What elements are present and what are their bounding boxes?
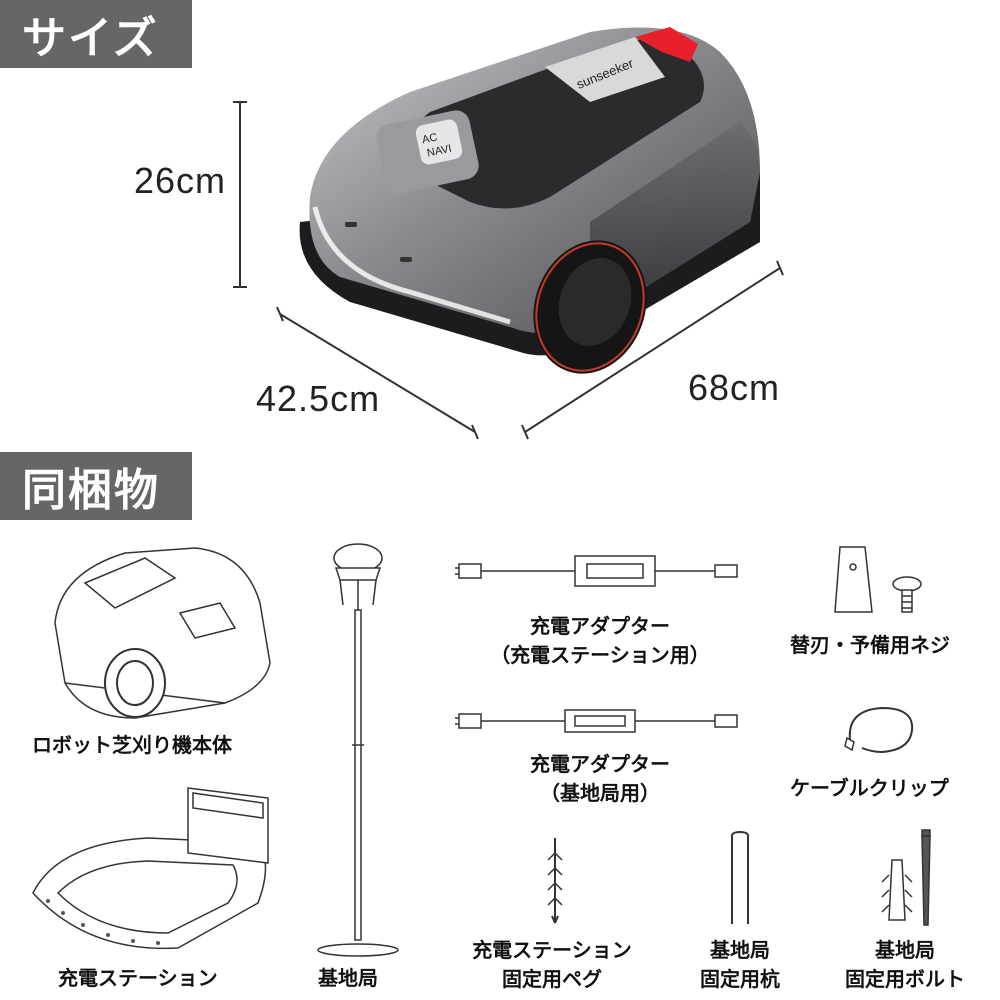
caption-base: 基地局	[318, 966, 378, 990]
nav-badge-line2: NAVI	[426, 143, 453, 160]
caption-stake-line1: 基地局	[710, 938, 770, 962]
caption-adapter-station: 充電アダプター （充電ステーション用）	[470, 612, 730, 670]
caption-stake: 基地局 固定用杭	[680, 936, 800, 994]
caption-robot: ロボット芝刈り機本体	[32, 733, 232, 757]
height-dimension: 26cm	[134, 160, 227, 201]
contents-section-title: 同梱物	[0, 452, 192, 520]
caption-cable-clip: ケーブルクリップ	[790, 776, 949, 800]
caption-stake-line2: 固定用杭	[700, 967, 780, 991]
robot-mower-photo: sunseeker AC NAVI	[299, 27, 760, 374]
stake-drawing	[731, 830, 749, 924]
dimension-lines	[233, 101, 784, 440]
adapter-station-drawing	[455, 555, 738, 587]
caption-peg-line2: 固定用ペグ	[502, 967, 602, 991]
anchor-bolt-drawing	[881, 829, 931, 926]
caption-bolt: 基地局 固定用ボルト	[820, 936, 990, 994]
caption-bolt-line1: 基地局	[875, 938, 935, 962]
robot-mower-drawing	[54, 547, 271, 719]
cable-clip-drawing	[844, 706, 914, 754]
caption-adapter-base: 充電アダプター （基地局用）	[470, 750, 730, 808]
caption-peg-line1: 充電ステーション	[472, 938, 632, 962]
peg-drawing	[547, 838, 563, 924]
caption-adapter-station-line1: 充電アダプター	[530, 614, 670, 638]
base-station-drawing	[317, 543, 399, 957]
caption-peg: 充電ステーション 固定用ペグ	[452, 936, 652, 994]
blades-screw-drawing	[834, 546, 922, 613]
length-dimension: 68cm	[688, 367, 781, 408]
width-dimension: 42.5cm	[256, 378, 381, 419]
caption-adapter-station-line2: （充電ステーション用）	[490, 643, 710, 667]
nav-badge-line1: AC	[421, 131, 438, 146]
charging-station-drawing	[32, 787, 269, 950]
caption-blades: 替刃・予備用ネジ	[790, 633, 950, 657]
size-section-title: サイズ	[0, 0, 192, 68]
caption-adapter-base-line2: （基地局用）	[540, 781, 660, 805]
caption-bolt-line2: 固定用ボルト	[845, 967, 965, 991]
caption-adapter-base-line1: 充電アダプター	[530, 752, 670, 776]
adapter-base-drawing	[455, 709, 738, 733]
caption-station: 充電ステーション	[58, 966, 218, 990]
